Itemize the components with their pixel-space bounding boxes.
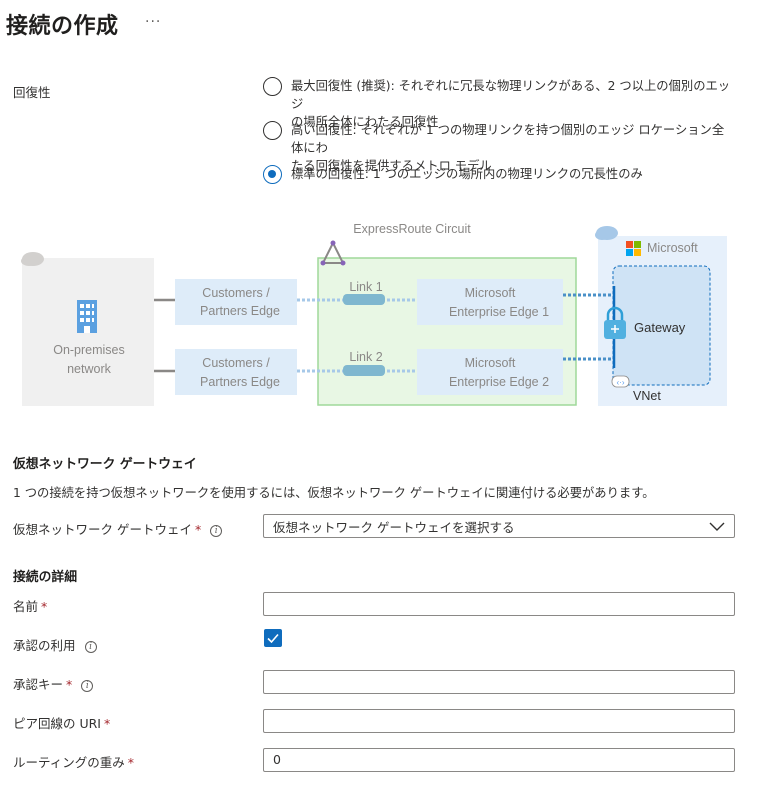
radio-option-text: 最大回復性 (推奨): それぞれに冗長な物理リンクがある、2 つ以上の個別のエッ… <box>291 79 731 111</box>
name-input[interactable] <box>263 592 735 616</box>
radio-option-high[interactable]: 高い回復性: それぞれが 1 つの物理リンクを持つ個別のエッジ ロケーション全体… <box>263 121 733 175</box>
microsoft-label: Microsoft <box>647 241 698 255</box>
chevron-down-icon <box>709 522 725 531</box>
field-label-text: 仮想ネットワーク ゲートウェイ <box>13 522 192 537</box>
gateway-label: Gateway <box>634 320 686 335</box>
link1-label: Link 1 <box>349 280 382 294</box>
radio-button[interactable] <box>263 121 282 140</box>
ms-edge-1-label: Microsoft <box>465 286 516 300</box>
svg-text:‹·›: ‹·› <box>617 378 625 387</box>
required-asterisk: * <box>104 716 111 731</box>
field-label-text: 名前 <box>13 599 39 614</box>
gateway-field-label: 仮想ネットワーク ゲートウェイ* i <box>13 519 223 538</box>
gateway-select-value: 仮想ネットワーク ゲートウェイを選択する <box>273 519 515 535</box>
routing-weight-label: ルーティングの重み* <box>13 752 134 771</box>
radio-button[interactable] <box>263 77 282 96</box>
lock-gateway-icon <box>604 306 626 339</box>
cloud-icon-microsoft <box>595 226 618 240</box>
resiliency-label: 回復性 <box>13 85 51 100</box>
cloud-icon-onprem <box>21 252 44 266</box>
vnet-label: VNet <box>633 389 661 403</box>
link2-label: Link 2 <box>349 350 382 364</box>
building-icon <box>77 300 97 333</box>
use-auth-checkbox[interactable] <box>264 629 282 647</box>
radio-option-text: の場所全体にわたる回復性 <box>291 115 439 129</box>
auth-key-input[interactable] <box>263 670 735 694</box>
routing-weight-input[interactable]: 0 <box>263 748 735 772</box>
onprem-label: network <box>67 362 112 376</box>
circuit-label: ExpressRoute Circuit <box>353 222 471 236</box>
customer-edge-1 <box>175 279 297 325</box>
radio-option-text: 標準の回復性: 1 つのエッジの場所内の物理リンクの冗長性のみ <box>291 167 643 181</box>
required-asterisk: * <box>127 755 135 770</box>
ms-edge-2-label: Microsoft <box>465 356 516 370</box>
radio-button-selected[interactable] <box>263 165 282 184</box>
required-asterisk: * <box>194 522 202 537</box>
required-asterisk: * <box>41 599 48 614</box>
microsoft-logo-icon <box>626 241 641 256</box>
more-options-button[interactable]: ··· <box>145 14 162 30</box>
customer-edge-2-label: Customers / <box>202 356 270 370</box>
field-label-text: ルーティングの重み <box>13 755 125 770</box>
radio-option-text: 高い回復性: それぞれが 1 つの物理リンクを持つ個別のエッジ ロケーション全体… <box>291 123 725 155</box>
gateway-section-heading: 仮想ネットワーク ゲートウェイ <box>13 457 197 472</box>
ms-edge-1-label: Enterprise Edge 1 <box>449 305 549 319</box>
onprem-label: On-premises <box>53 343 125 357</box>
field-label-text: 承認の利用 <box>13 638 76 653</box>
field-label-text: ピア回線の URI <box>13 716 101 731</box>
required-asterisk: * <box>66 677 73 692</box>
customer-edge-1-label: Partners Edge <box>200 304 280 318</box>
ms-edge-2 <box>417 349 563 395</box>
use-auth-label: 承認の利用 i <box>13 635 97 654</box>
name-label: 名前* <box>13 596 47 615</box>
info-icon[interactable]: i <box>210 525 223 537</box>
radio-option-standard[interactable]: 標準の回復性: 1 つのエッジの場所内の物理リンクの冗長性のみ <box>263 165 733 184</box>
auth-key-label: 承認キー* i <box>13 674 94 693</box>
customer-edge-2-label: Partners Edge <box>200 375 280 389</box>
info-icon[interactable]: i <box>81 680 94 692</box>
info-icon[interactable]: i <box>84 641 97 653</box>
vnet-icon: ‹·› <box>611 375 630 388</box>
details-heading: 接続の詳細 <box>13 570 77 585</box>
ms-edge-2-label: Enterprise Edge 2 <box>449 375 549 389</box>
vnet-box <box>612 265 711 386</box>
checkmark-icon <box>267 633 279 644</box>
gateway-section-description: 1 つの接続を持つ仮想ネットワークを使用するには、仮想ネットワーク ゲートウェイ… <box>13 486 655 500</box>
radio-option-maximum[interactable]: 最大回復性 (推奨): それぞれに冗長な物理リンクがある、2 つ以上の個別のエッ… <box>263 77 733 131</box>
ms-edge-1 <box>417 279 563 325</box>
expressroute-diagram: On-premises network Customers / Partners… <box>21 222 727 406</box>
link2-connector <box>343 365 385 376</box>
page-title: 接続の作成 <box>6 14 119 39</box>
field-label-text: 承認キー <box>13 677 64 692</box>
expressroute-icon <box>320 240 346 266</box>
gateway-select[interactable]: 仮想ネットワーク ゲートウェイを選択する <box>263 514 735 538</box>
customer-edge-1-label: Customers / <box>202 286 270 300</box>
radio-option-text: たる回復性を提供するメトロ モデル <box>291 159 492 173</box>
peer-uri-input[interactable] <box>263 709 735 733</box>
link1-connector <box>343 294 385 305</box>
customer-edge-2 <box>175 349 297 395</box>
peer-uri-label: ピア回線の URI* <box>13 713 110 732</box>
